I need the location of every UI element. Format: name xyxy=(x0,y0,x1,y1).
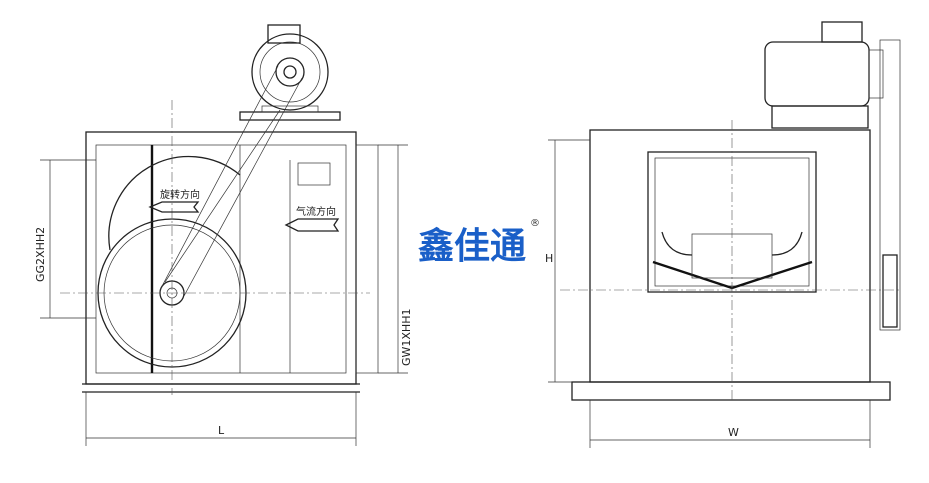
airflow-direction-label: 气流方向 xyxy=(296,205,336,218)
motor-side xyxy=(764,21,884,129)
rotation-direction-label: 旋转方向 xyxy=(160,188,200,201)
length-dimension: L xyxy=(218,424,225,437)
outlet-size-dimension: GW1XHH1 xyxy=(400,309,413,366)
brand-logo: 鑫佳通 ® xyxy=(418,218,540,267)
height-dimension: H xyxy=(545,252,553,265)
logo-text: 鑫佳通 xyxy=(418,226,526,267)
side-view: H W xyxy=(545,21,901,448)
registered-mark: ® xyxy=(530,218,540,229)
side-housing xyxy=(589,129,871,383)
motor-front xyxy=(239,24,341,121)
inlet-size-dimension: GG2XHH2 xyxy=(34,227,47,282)
width-dimension: W xyxy=(728,426,739,439)
housing-outline xyxy=(85,131,357,385)
front-view: 旋转方向 气流方向 GG2XHH2 GW1XHH1 L xyxy=(34,24,413,446)
